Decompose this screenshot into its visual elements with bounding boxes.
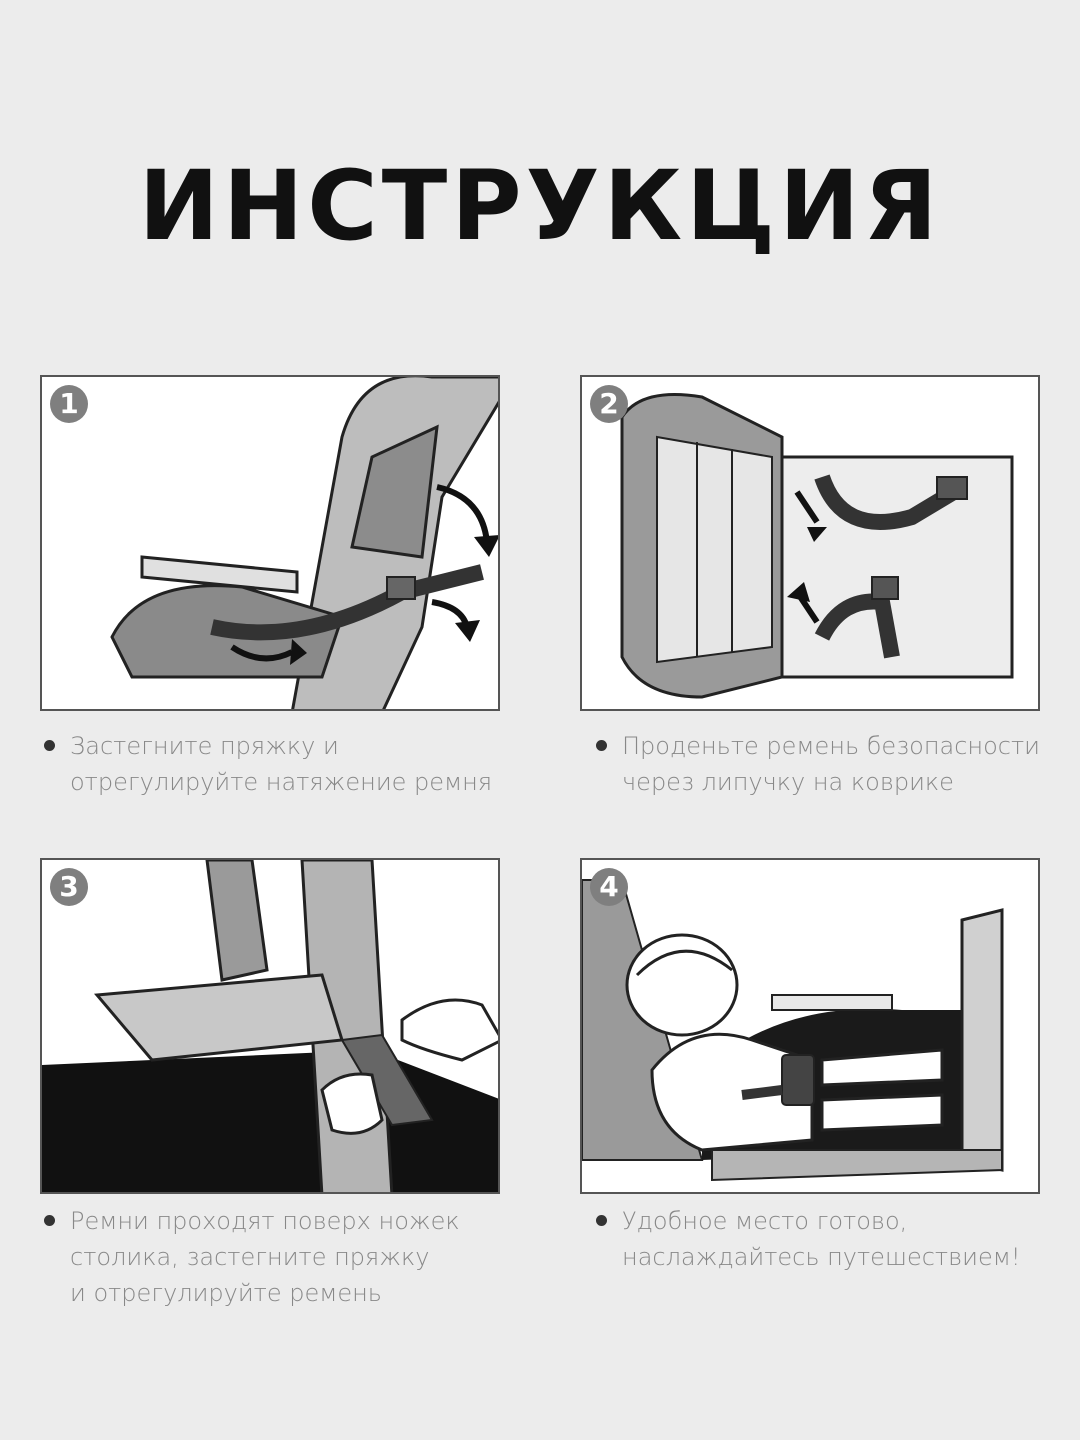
step-1-illustration: 1 [40,375,500,711]
step-1-caption-line: отрегулируйте натяжение ремня [70,768,493,796]
step-3-caption-line: и отрегулируйте ремень [70,1279,382,1307]
step-3-caption: Ремни проходят поверх ножек столика, зас… [44,1203,460,1311]
step-4-caption-line: Удобное место готово, [622,1207,908,1235]
mat-velcro-drawing [620,393,1014,699]
seat-belt-buckle-drawing [110,377,498,709]
step-3-number-badge: 3 [50,868,88,906]
step-2-caption-line: через липучку на коврике [622,768,954,796]
step-1-caption-line: Застегните пряжку и [70,732,339,760]
step-2-number-badge: 2 [590,385,628,423]
step-4-caption: Удобное место готово, наслаждайтесь путе… [596,1203,1021,1275]
step-2-caption-line: Проденьте ремень безопасности [622,732,1040,760]
bullet-icon [596,1215,607,1226]
page-title: ИНСТРУКЦИЯ [138,150,942,262]
step-2-illustration: 2 [580,375,1040,711]
step-2-caption: Проденьте ремень безопасности через липу… [596,728,1040,800]
step-3-caption-line: столика, застегните пряжку [70,1243,430,1271]
bullet-icon [44,740,55,751]
step-4-caption-line: наслаждайтесь путешествием! [622,1243,1021,1271]
bullet-icon [596,740,607,751]
step-4-illustration: 4 [580,858,1040,1194]
bullet-icon [44,1215,55,1226]
step-1-caption: Застегните пряжку и отрегулируйте натяже… [44,728,493,800]
step-3-illustration: 3 [40,858,500,1194]
step-3-caption-line: Ремни проходят поверх ножек [70,1207,460,1235]
step-4-number-badge: 4 [590,868,628,906]
step-1-number-badge: 1 [50,385,88,423]
tray-table-strap-drawing [42,860,498,1192]
child-resting-drawing [582,879,1004,1182]
